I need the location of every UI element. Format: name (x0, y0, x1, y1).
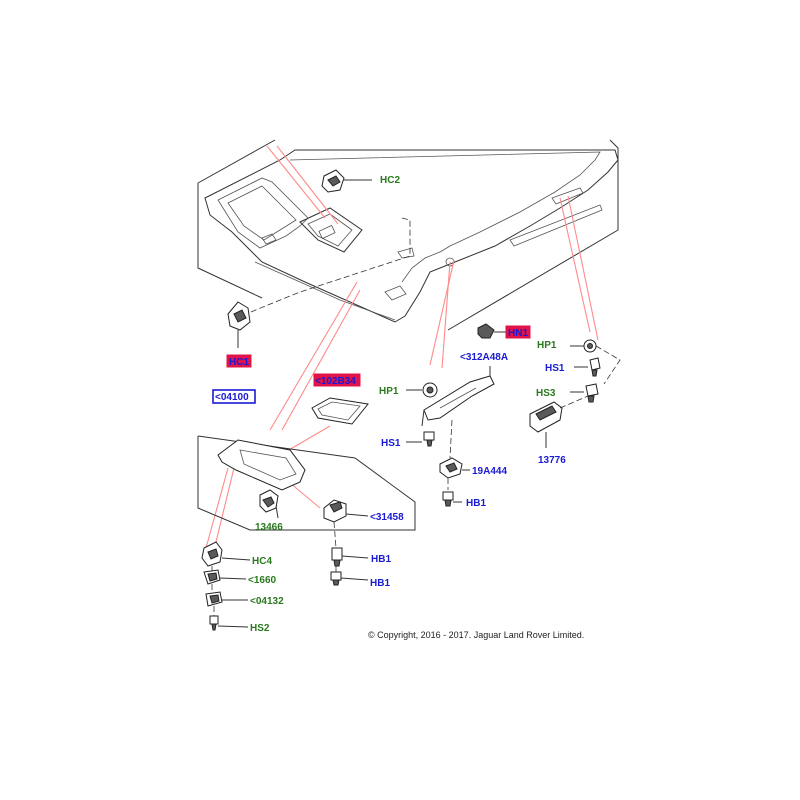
copyright-notice: © Copyright, 2016 - 2017. Jaguar Land Ro… (368, 630, 584, 640)
label-hp1-right: HP1 (537, 340, 557, 351)
label-hb1-a: HB1 (371, 554, 391, 565)
label-hp1-mid: HP1 (379, 386, 399, 397)
label-hs1-mid: HS1 (381, 438, 401, 449)
label-1660: <1660 (248, 575, 277, 586)
clip-19a444 (439, 419, 470, 479)
right-fixings-stack (529, 339, 621, 448)
visor-mount-stack (201, 541, 223, 631)
clip-hc2 (321, 169, 372, 193)
label-102b34-highlight (313, 373, 361, 387)
label-hc1-highlight (226, 354, 252, 368)
label-31458: <31458 (370, 512, 404, 523)
nut-hn1 (477, 323, 506, 339)
label-04100: <04100 (215, 392, 249, 403)
label-13776: 13776 (538, 455, 566, 466)
pin-hp1-mid (406, 382, 438, 398)
label-hc4: HC4 (252, 556, 272, 567)
bracket-312a48a (421, 366, 495, 427)
label-19a444: 19A444 (472, 466, 507, 477)
label-13466: 13466 (255, 522, 283, 533)
label-hn1-highlight (505, 325, 531, 339)
label-hs3: HS3 (536, 388, 556, 399)
label-102b34: <102B34 (315, 376, 356, 387)
label-312a48a: <312A48A (460, 352, 508, 363)
label-04100-box (212, 389, 256, 404)
screw-hs1-mid (406, 431, 435, 447)
label-hc1: HC1 (229, 357, 249, 368)
label-hb1-mid: HB1 (466, 498, 486, 509)
label-hc2: HC2 (380, 175, 400, 186)
stack-leaders (217, 505, 369, 628)
screw-hb1-mid (442, 478, 462, 507)
headliner-panel (197, 139, 619, 331)
visor-assembly (197, 397, 416, 586)
clip-hc1 (227, 301, 251, 348)
label-hb1-b: HB1 (370, 578, 390, 589)
label-hn1: HN1 (508, 328, 528, 339)
label-hs2: HS2 (250, 623, 270, 634)
label-04132: <04132 (250, 596, 284, 607)
label-hs1-right: HS1 (545, 363, 565, 374)
